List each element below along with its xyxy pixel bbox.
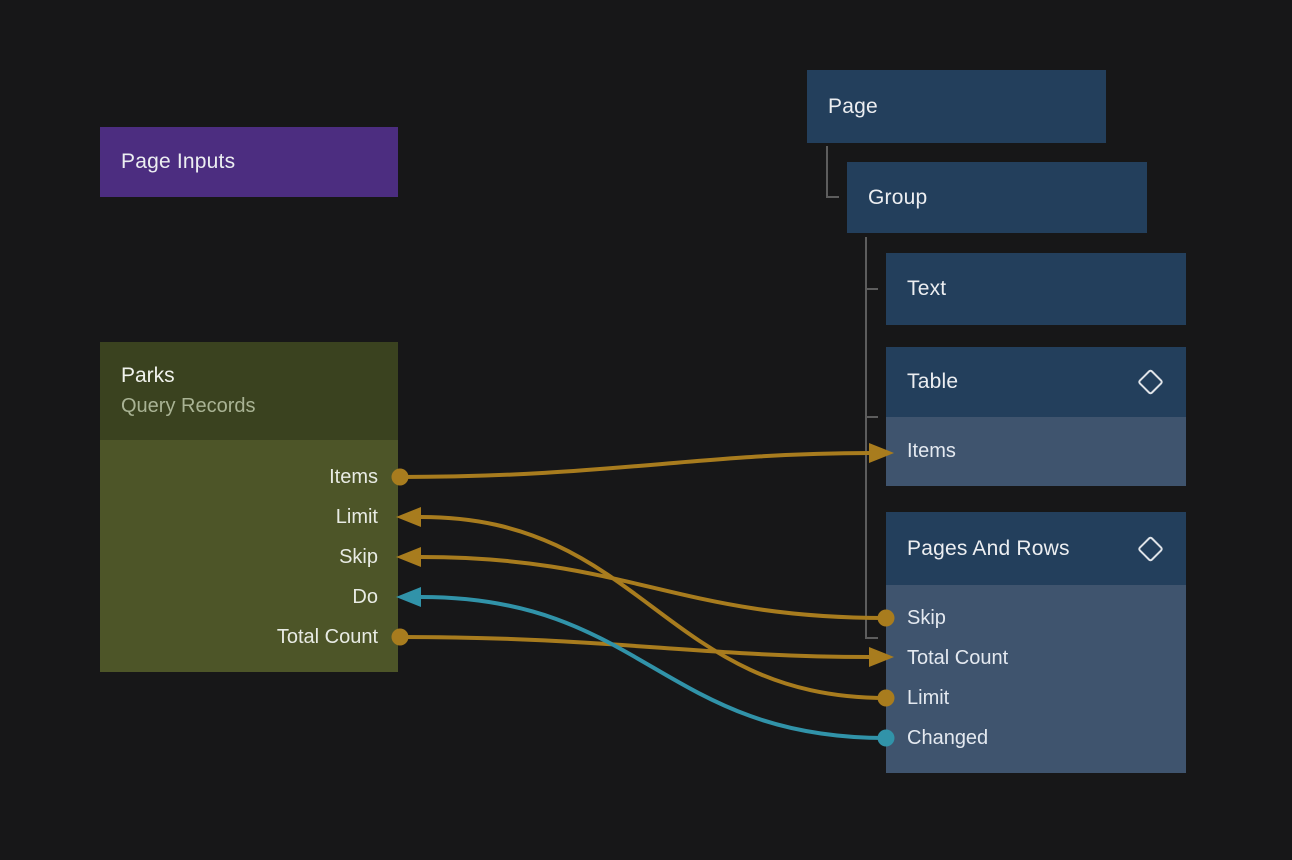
port-dot-parks-items[interactable] (391, 468, 409, 486)
node-page-inputs[interactable]: Page Inputs (100, 127, 398, 197)
node-table[interactable]: Table Items (886, 347, 1186, 486)
wire-pnr-changed-to-parks-do[interactable] (419, 595, 888, 740)
port-limit[interactable]: Limit (335, 505, 378, 528)
pnr-row-total-count[interactable]: Total Count (907, 646, 1009, 669)
wire-pnr-skip-to-parks-skip[interactable] (419, 555, 888, 620)
port-dot-parks-total-count[interactable] (391, 628, 409, 646)
node-parks[interactable]: Parks Query Records Items Limit Skip Do … (100, 342, 398, 672)
port-dot-pnr-skip[interactable] (877, 609, 895, 627)
port-arrow-table-items[interactable] (869, 443, 894, 463)
text-title: Text (907, 277, 947, 300)
port-do[interactable]: Do (352, 585, 378, 608)
tree-connector-group-children (865, 237, 878, 639)
table-title: Table (907, 370, 959, 393)
parks-subtitle: Query Records (121, 395, 256, 417)
page-inputs-title: Page Inputs (121, 150, 236, 173)
group-title: Group (868, 185, 928, 209)
page-title: Page (828, 94, 878, 118)
port-skip[interactable]: Skip (339, 545, 378, 568)
node-page[interactable]: Page (807, 70, 1106, 143)
pnr-row-changed[interactable]: Changed (907, 726, 989, 749)
wire-parks-items-to-table-items[interactable] (398, 451, 873, 479)
port-items[interactable]: Items (329, 465, 378, 488)
port-arrow-parks-limit[interactable] (396, 507, 421, 527)
wire-parks-total-count-to-pnr-total-count[interactable] (398, 635, 873, 659)
port-arrow-parks-skip[interactable] (396, 547, 421, 567)
node-pages-and-rows[interactable]: Pages And Rows Skip Total Count Limit Ch… (886, 512, 1186, 773)
table-row-items[interactable]: Items (907, 440, 956, 462)
pages-and-rows-title: Pages And Rows (907, 536, 1070, 560)
pnr-row-limit[interactable]: Limit (907, 686, 950, 709)
port-dot-pnr-limit[interactable] (877, 689, 895, 707)
port-dot-pnr-changed[interactable] (877, 729, 895, 747)
tree-connector-page-group (826, 146, 839, 198)
node-text[interactable]: Text (886, 253, 1186, 325)
parks-title: Parks (121, 364, 175, 387)
parks-port-list: Items Limit Skip Do Total Count (100, 440, 398, 672)
wire-pnr-limit-to-parks-limit[interactable] (419, 515, 888, 700)
node-group[interactable]: Group (847, 162, 1147, 233)
parks-header: Parks Query Records (100, 342, 398, 440)
port-arrow-pnr-total-count[interactable] (869, 647, 894, 667)
pnr-row-skip[interactable]: Skip (907, 606, 946, 629)
port-total-count[interactable]: Total Count (276, 625, 378, 648)
port-arrow-parks-do[interactable] (396, 587, 421, 607)
